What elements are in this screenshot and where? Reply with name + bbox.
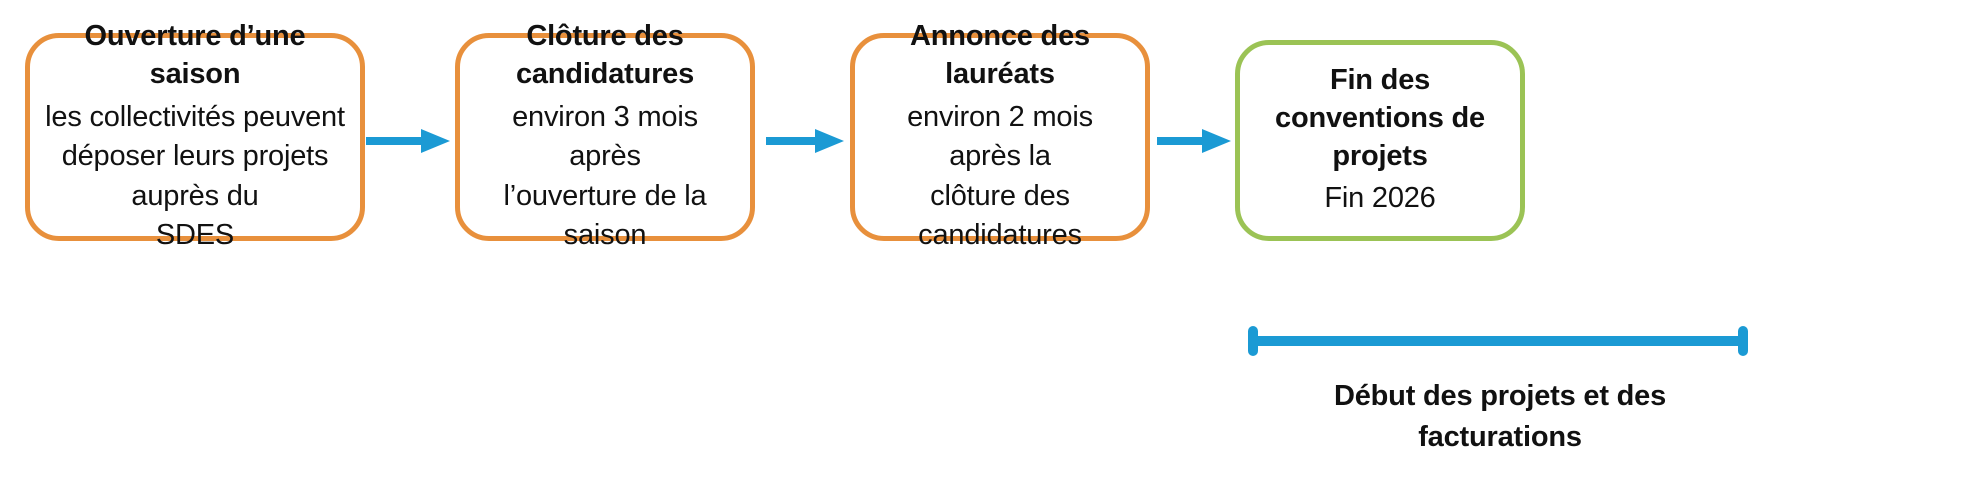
span-bracket-icon (1248, 326, 1748, 356)
node-body-line: environ 2 mois après la (907, 100, 1093, 173)
flow-arrow-icon (366, 126, 450, 156)
node-body-line: environ 3 mois après (512, 100, 698, 173)
process-node-cloture-candidatures[interactable]: Clôture des candidatures environ 3 mois … (455, 20, 755, 251)
node-title: Ouverture d’une saison (84, 20, 306, 91)
flow-arrow-icon (1157, 126, 1231, 156)
node-title: Fin des conventions de projets (1275, 64, 1485, 172)
node-body-line: clôture des candidatures (918, 179, 1082, 252)
node-body-line: Fin 2026 (1324, 182, 1436, 215)
node-title: Annonce des lauréats (910, 20, 1090, 91)
node-body-line: SDES (155, 219, 235, 252)
node-title: Clôture des candidatures (515, 20, 695, 91)
caption-line: Début des projets et des (1334, 380, 1666, 412)
caption-line: facturations (1418, 420, 1582, 453)
node-body-line: déposer leurs projets auprès du (61, 140, 329, 212)
process-node-annonce-laureats[interactable]: Annonce des lauréats environ 2 mois aprè… (850, 20, 1150, 251)
span-bracket-caption: Début des projets et des facturations (1290, 376, 1710, 457)
flow-arrow-icon (766, 126, 844, 156)
process-node-ouverture-saison[interactable]: Ouverture d’une saison les collectivités… (25, 20, 365, 251)
process-node-fin-conventions[interactable]: Fin des conventions de projets Fin 2026 (1235, 40, 1525, 241)
node-body-line: les collectivités peuvent (45, 100, 345, 133)
node-body-line: l’ouverture de la saison (503, 179, 707, 252)
